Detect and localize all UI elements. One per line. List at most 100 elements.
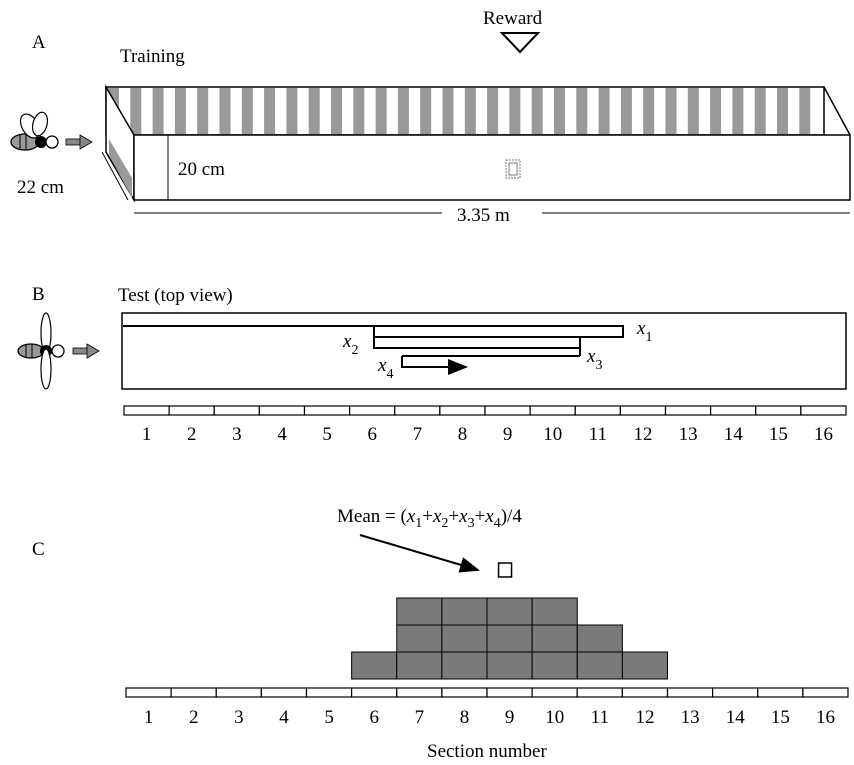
wall-stripe <box>598 88 610 134</box>
panel-b-title: Test (top view) <box>118 285 233 306</box>
wall-stripe <box>620 88 632 134</box>
path-label-x3: x3 <box>586 346 602 373</box>
tunnel-front-face <box>133 134 851 201</box>
wall-stripe <box>308 88 320 134</box>
section-cell <box>260 687 308 698</box>
section-number-label: 2 <box>189 707 199 728</box>
section-cell <box>574 405 621 416</box>
wall-stripe <box>197 88 209 134</box>
wall-stripe <box>130 88 142 134</box>
section-cell <box>125 687 172 698</box>
flight-path <box>123 325 624 375</box>
height-label: 20 cm <box>178 159 225 180</box>
wall-stripe <box>710 88 722 134</box>
wall-stripe <box>174 88 186 134</box>
wall-stripe <box>241 88 253 134</box>
section-number-label: 14 <box>724 424 744 445</box>
wall-stripe <box>509 88 521 134</box>
section-cell <box>303 405 351 416</box>
section-number-label: 10 <box>545 707 564 728</box>
histogram-block <box>351 651 398 680</box>
width-dimension-line <box>101 151 129 201</box>
section-cell <box>351 687 398 698</box>
section-number-label: 12 <box>633 424 652 445</box>
mean-pointer-arrow <box>359 534 480 573</box>
tunnel-top-view <box>121 312 847 390</box>
section-number-label: 2 <box>187 424 197 445</box>
section-cell <box>802 687 849 698</box>
section-cell <box>576 687 623 698</box>
section-cell <box>215 687 262 698</box>
panel-a-letter: A <box>32 32 46 53</box>
section-number-label: 1 <box>142 424 152 445</box>
wall-stripe <box>687 88 699 134</box>
wall-stripe <box>487 88 499 134</box>
section-number-label: 7 <box>415 707 425 728</box>
wall-stripe <box>665 88 677 134</box>
section-number-label: 10 <box>543 424 562 445</box>
histogram-block <box>531 597 578 626</box>
reward-label: Reward <box>483 8 543 29</box>
panel-a: A Training Reward 20 cm 22 cm 3.35 m <box>10 8 851 226</box>
section-cell <box>441 687 488 698</box>
histogram-block <box>576 651 623 680</box>
section-cell <box>123 405 170 416</box>
histogram-block <box>576 624 623 653</box>
wall-stripe <box>464 88 476 134</box>
wall-stripe <box>442 88 454 134</box>
section-cell <box>710 405 757 416</box>
section-number-label: 13 <box>679 424 698 445</box>
histogram-block <box>396 624 443 653</box>
section-cell <box>621 687 669 698</box>
wall-stripe <box>353 88 365 134</box>
histogram-block <box>396 651 443 680</box>
histogram-block <box>441 651 488 680</box>
section-number-label: 4 <box>279 707 289 728</box>
tunnel-end-stripe <box>109 139 132 198</box>
section-cell <box>619 405 667 416</box>
mean-formula: Mean = (x1+x2+x3+x4)/4 <box>337 506 522 531</box>
wall-stripe <box>331 88 342 134</box>
wall-stripe <box>531 88 543 134</box>
histogram-block <box>621 651 668 680</box>
section-cell <box>213 405 260 416</box>
section-number-label: 6 <box>367 424 377 445</box>
section-number-label: 9 <box>505 707 515 728</box>
section-number-label: 16 <box>816 707 835 728</box>
wall-stripe <box>732 88 744 134</box>
wall-stripe <box>286 88 298 134</box>
section-number-label: 16 <box>814 424 833 445</box>
section-number-label: 8 <box>460 707 470 728</box>
histogram-block <box>531 624 578 653</box>
section-number-label: 1 <box>144 707 154 728</box>
section-number-label: 14 <box>726 707 746 728</box>
section-cell <box>531 687 578 698</box>
panel-c-letter: C <box>32 539 45 560</box>
section-number-label: 12 <box>635 707 654 728</box>
tunnel-striped-wall <box>105 86 825 136</box>
histogram-block <box>396 597 443 626</box>
wall-stripe <box>754 88 766 134</box>
section-cell <box>439 405 486 416</box>
wall-stripe <box>799 88 811 134</box>
tunnel-right-edge <box>823 86 851 136</box>
width-label: 22 cm <box>17 177 64 198</box>
wall-stripe <box>264 88 276 134</box>
histogram-block <box>486 651 533 680</box>
flight-direction-arrow-a <box>65 134 93 150</box>
path-label-x4: x4 <box>377 355 393 382</box>
section-number-label: 6 <box>369 707 379 728</box>
wall-stripe <box>576 88 588 134</box>
wall-stripe <box>554 88 565 134</box>
axis-label-section-number: Section number <box>427 741 547 762</box>
panel-b-letter: B <box>32 284 45 305</box>
histogram-block <box>441 624 488 653</box>
wall-stripe <box>219 88 231 134</box>
section-cell <box>712 687 759 698</box>
section-cell <box>664 405 712 416</box>
section-number-label: 11 <box>589 424 607 445</box>
mean-marker <box>497 562 513 578</box>
